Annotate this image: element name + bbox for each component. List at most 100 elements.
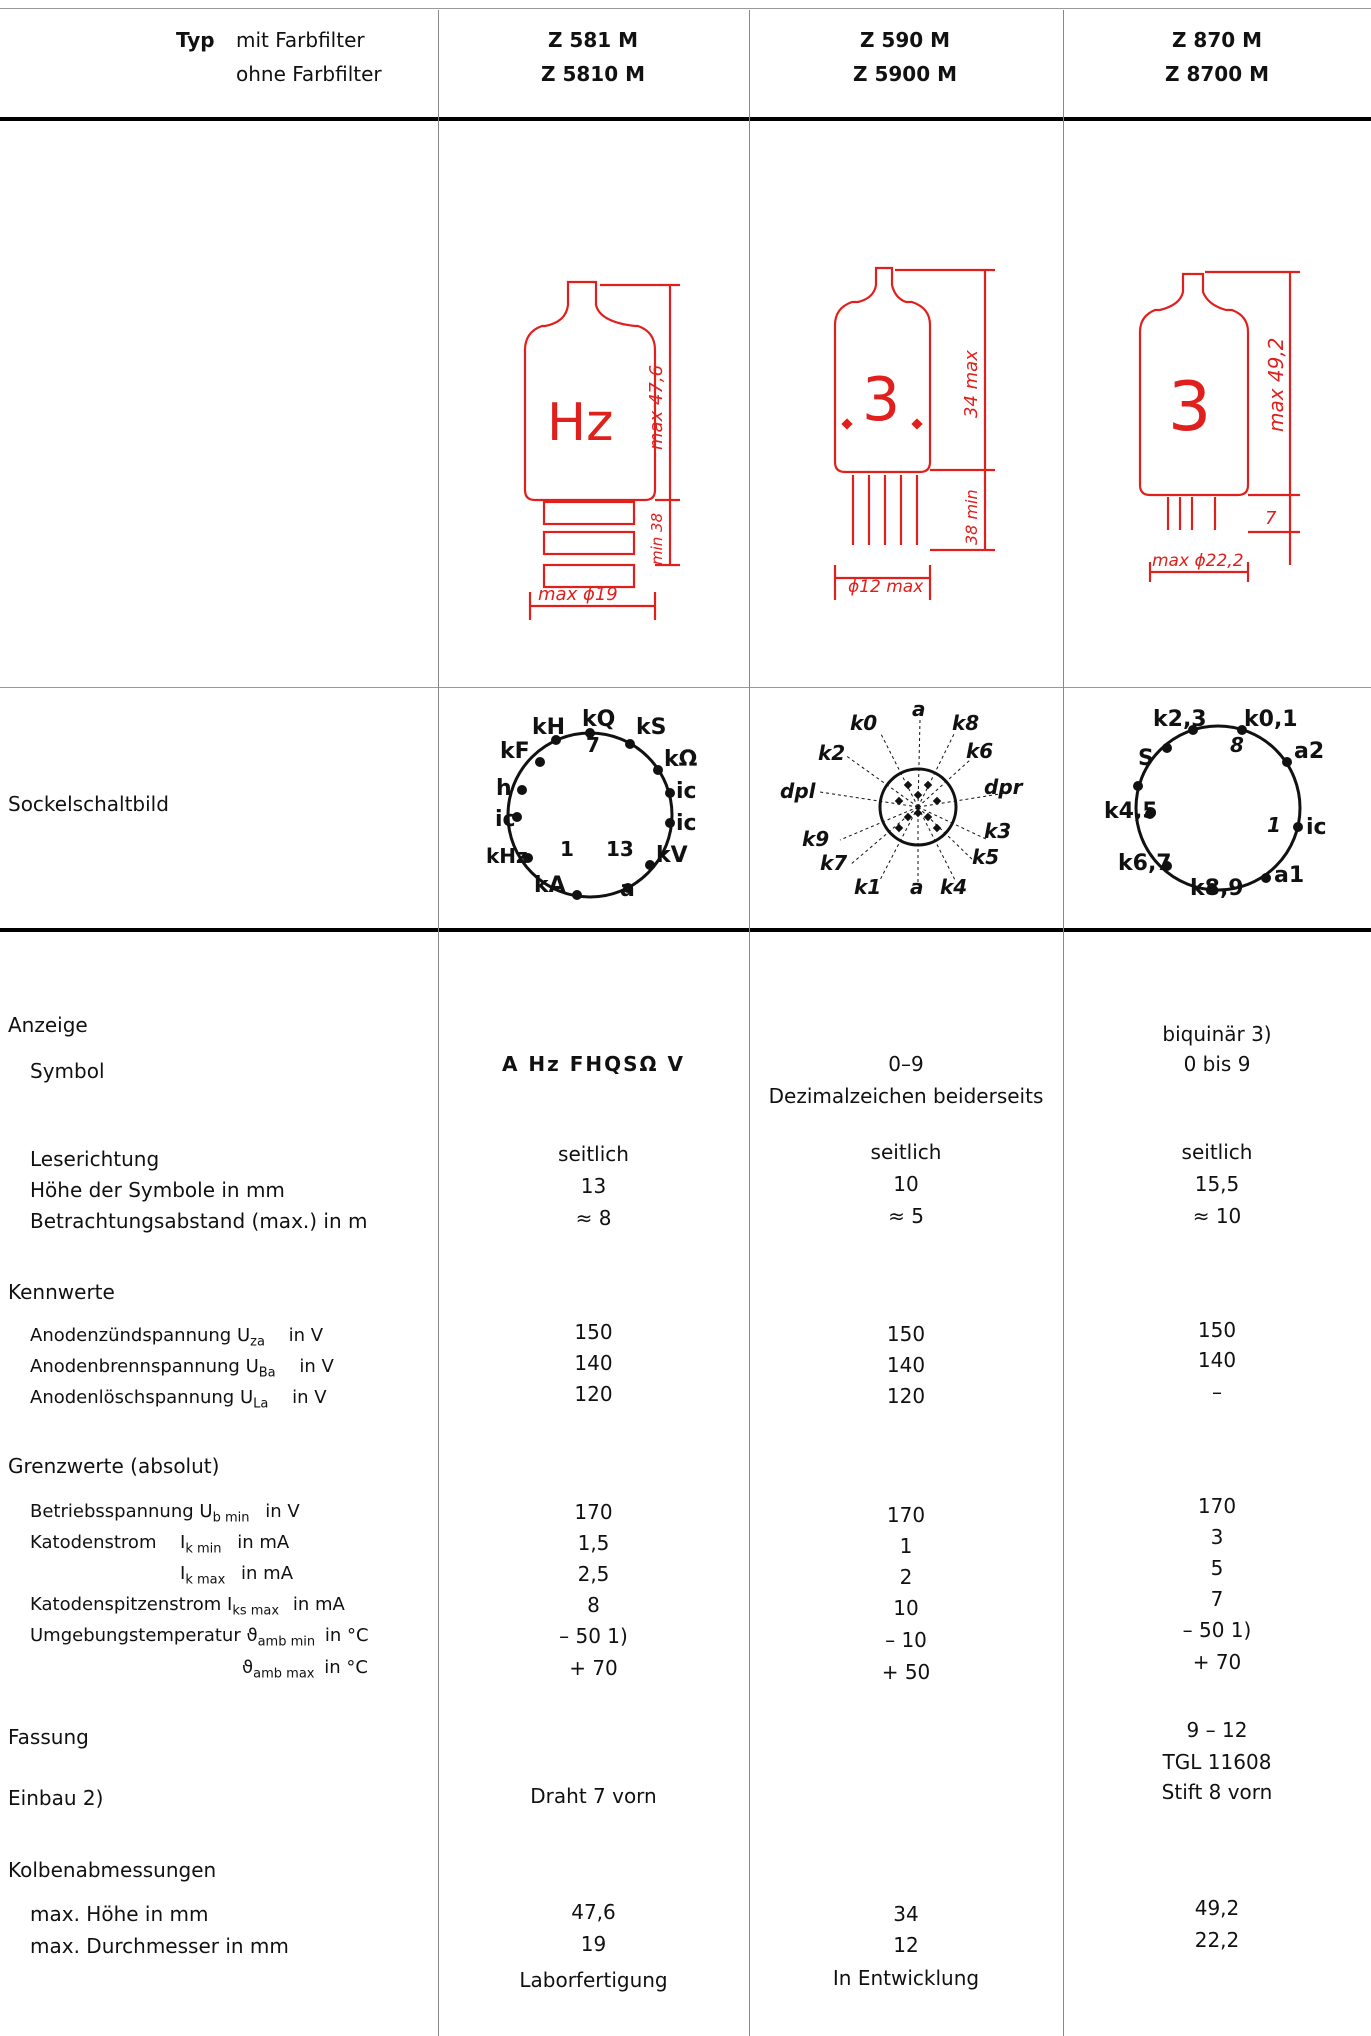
col3-umgmax: + 70 bbox=[1192, 1650, 1242, 1674]
col3-type-b: Z 8700 M bbox=[1165, 62, 1269, 86]
betriebsspannung-text: Betriebsspannung U bbox=[30, 1501, 213, 1522]
umgebung-max-unit: in °C bbox=[324, 1657, 368, 1678]
col2-symbol: 0–9 bbox=[888, 1052, 924, 1076]
ik-min-sub: k min bbox=[185, 1541, 222, 1557]
spitzenstrom-unit: in mA bbox=[292, 1594, 345, 1615]
col1-umgmin: – 50 1) bbox=[559, 1624, 628, 1648]
tube-drawings: Hz max ϕ19 max 47,6 min 38 3 bbox=[523, 266, 1300, 620]
col2-max-durch: 12 bbox=[893, 1933, 919, 1957]
tube-1-diameter: max ϕ19 bbox=[538, 584, 618, 605]
symbol-label: Symbol bbox=[30, 1059, 105, 1083]
tube-1-glyph: Hz bbox=[547, 393, 613, 453]
socket-3-diagram: k2,3 k0,1 S 8 a2 k4,5 1 ic k6,7 k8,9 a1 bbox=[1104, 707, 1327, 901]
grenzwerte-label: Grenzwerte (absolut) bbox=[8, 1454, 220, 1478]
col2-symbol-2: Dezimalzeichen beiderseits bbox=[768, 1084, 1044, 1108]
socket-2-pin: k7 bbox=[820, 851, 847, 875]
zuendspannung-unit: in V bbox=[288, 1325, 324, 1346]
socket-2-pin: k0 bbox=[850, 711, 877, 735]
col3-einbau: Stift 8 vorn bbox=[1161, 1780, 1273, 1804]
tube-3-diameter: max ϕ22,2 bbox=[1152, 551, 1244, 571]
col1-ikmin: 1,5 bbox=[577, 1531, 610, 1555]
socket-3-pin: a2 bbox=[1294, 739, 1324, 764]
col3-hoehe: 15,5 bbox=[1194, 1172, 1240, 1196]
sockelschaltbild-label: Sockelschaltbild bbox=[8, 792, 169, 816]
col1-hoehe: 13 bbox=[580, 1174, 607, 1198]
leserichtung-label: Leserichtung bbox=[30, 1147, 160, 1171]
col3-type-a: Z 870 M bbox=[1171, 28, 1263, 52]
col1-loesch: 120 bbox=[574, 1382, 613, 1406]
header-rule bbox=[0, 117, 1371, 121]
col1-symbol: A Hz FHQSΩ V bbox=[501, 1052, 686, 1076]
socket-1-pin: ic bbox=[495, 807, 516, 832]
col2-ikmax: 2 bbox=[899, 1565, 913, 1589]
socket-1-pin: 13 bbox=[606, 837, 634, 861]
socket-1-pin: kS bbox=[636, 715, 666, 740]
tube-2-glyph: 3 bbox=[862, 365, 900, 435]
brennspannung-text: Anodenbrennspannung U bbox=[30, 1356, 259, 1377]
umgebung-max-label: ϑamb max in °C bbox=[242, 1656, 368, 1687]
col3-leserichtung: seitlich bbox=[1181, 1140, 1253, 1164]
katodenstrom-max-label: Ik max in mA bbox=[180, 1562, 293, 1593]
tube-2-diameter: ϕ12 max bbox=[848, 577, 924, 597]
ik-min-text: I bbox=[180, 1532, 186, 1553]
umgebung-min-unit: in °C bbox=[324, 1625, 369, 1646]
col1-spitze: 8 bbox=[587, 1593, 600, 1617]
socket-2-pin: dpl bbox=[780, 779, 817, 803]
tube-3-drawing: 3 max ϕ22,2 max 49,2 7 bbox=[1138, 270, 1300, 582]
betriebsspannung-label: Betriebsspannung Ub min in V bbox=[30, 1500, 300, 1531]
col3-symbol: 0 bis 9 bbox=[1183, 1052, 1251, 1076]
socket-2-pin: k8 bbox=[952, 711, 979, 735]
col2-zuend: 150 bbox=[886, 1322, 926, 1346]
col3-zuend: 150 bbox=[1197, 1318, 1237, 1342]
ik-min-unit: in mA bbox=[237, 1532, 290, 1553]
col1-max-hoehe: 47,6 bbox=[571, 1900, 616, 1924]
col2-hoehe: 10 bbox=[893, 1172, 919, 1196]
socket-1-pin: kA bbox=[534, 873, 566, 898]
socket-3-pin: k0,1 bbox=[1244, 707, 1298, 732]
kolben-label: Kolbenabmessungen bbox=[8, 1858, 217, 1882]
col2-loesch: 120 bbox=[886, 1384, 926, 1408]
umgebung-min-label: Umgebungstemperatur ϑamb min in °C bbox=[30, 1624, 369, 1655]
col3-ikmin: 3 bbox=[1210, 1525, 1224, 1549]
col1-leserichtung: seitlich bbox=[558, 1142, 629, 1166]
col3-fassung: 9 – 12 bbox=[1186, 1718, 1248, 1742]
betriebsspannung-sub: b min bbox=[212, 1510, 250, 1526]
betriebsspannung-unit: in V bbox=[265, 1501, 300, 1522]
col1-brenn: 140 bbox=[574, 1351, 613, 1375]
col1-einbau: Draht 7 vorn bbox=[530, 1784, 657, 1808]
ik-max-sub: k max bbox=[185, 1572, 226, 1588]
umgebung-text: Umgebungstemperatur ϑ bbox=[30, 1625, 258, 1646]
tube-3-pin-length: 7 bbox=[1265, 508, 1277, 529]
einbau-label: Einbau 2) bbox=[8, 1786, 104, 1810]
col2-status: In Entwicklung bbox=[832, 1966, 980, 1990]
socket-1-pin: kF bbox=[500, 739, 530, 764]
umgebung-theta: ϑ bbox=[242, 1657, 254, 1678]
socket-2-pin: k5 bbox=[972, 845, 999, 869]
loeschspannung-unit: in V bbox=[292, 1387, 327, 1408]
socket-2-pin: dpr bbox=[984, 775, 1024, 799]
col2-umgmin: – 10 bbox=[885, 1628, 927, 1652]
brennspannung-sub: Ba bbox=[258, 1365, 276, 1381]
col2-umgmax: + 50 bbox=[881, 1660, 931, 1684]
col3-fassung-2: TGL 11608 bbox=[1162, 1750, 1272, 1774]
loeschspannung-sub: La bbox=[253, 1396, 269, 1412]
socket-1-diagram: kH kQ kS 7 kF kΩ h ic ic ic kHz 1 13 kV … bbox=[486, 707, 698, 902]
col2-spitze: 10 bbox=[893, 1596, 919, 1620]
tube-2-height: 34 max bbox=[961, 350, 982, 418]
col3-spitze: 7 bbox=[1210, 1587, 1224, 1611]
col3-ikmax: 5 bbox=[1210, 1556, 1224, 1580]
katodenstrom-label: Katodenstrom bbox=[30, 1532, 157, 1553]
col3-anzeige: biquinär 3) bbox=[1162, 1022, 1272, 1046]
col2-ikmin: 1 bbox=[899, 1534, 913, 1558]
tube-2-pin-length: 38 min bbox=[962, 489, 981, 545]
zuendspannung-text: Anodenzündspannung U bbox=[30, 1325, 251, 1346]
socket-3-pin: k6,7 bbox=[1118, 851, 1172, 876]
loeschspannung-label: Anodenlöschspannung ULa in V bbox=[30, 1386, 327, 1417]
col3-brenn: 140 bbox=[1197, 1348, 1237, 1372]
max-durchmesser-label: max. Durchmesser in mm bbox=[30, 1934, 289, 1958]
spitzenstrom-label: Katodenspitzenstrom Iks max in mA bbox=[30, 1593, 345, 1624]
hoehe-label: Höhe der Symbole in mm bbox=[30, 1178, 285, 1202]
col3-max-hoehe: 49,2 bbox=[1194, 1896, 1240, 1920]
socket-3-pin: 1 bbox=[1267, 813, 1281, 837]
